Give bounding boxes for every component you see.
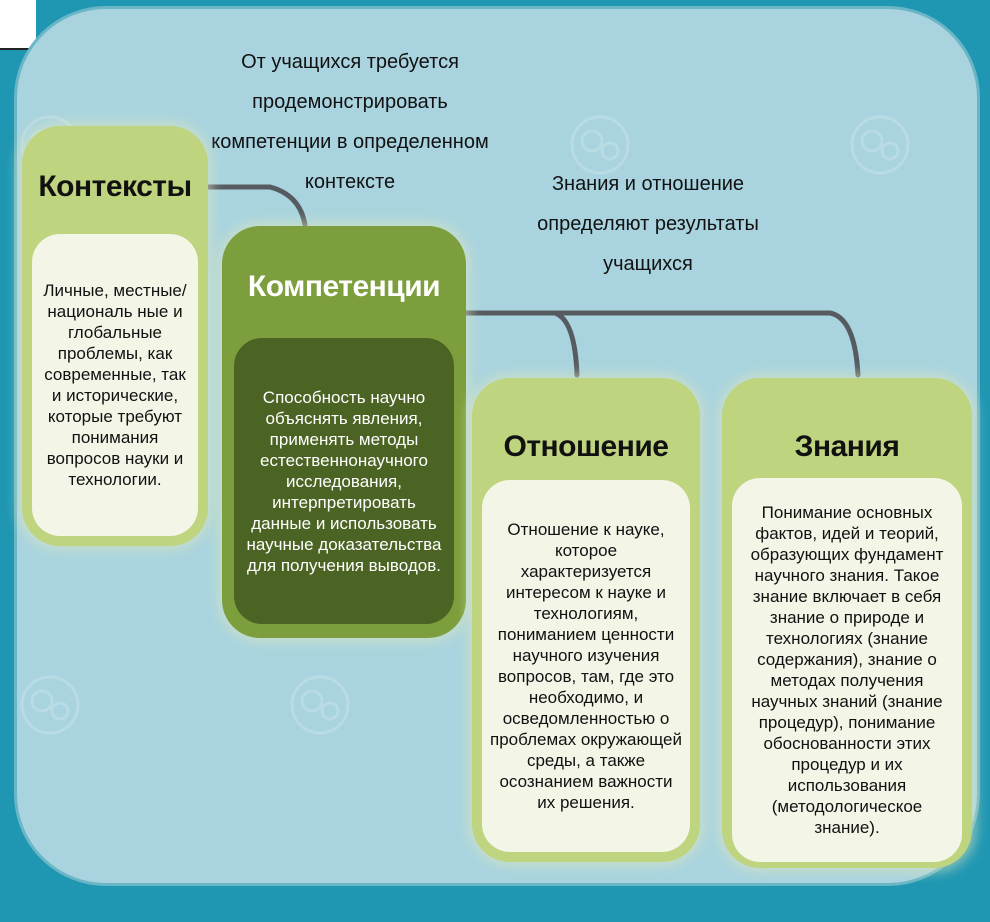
card-attitude-title: Отношение	[503, 430, 669, 463]
watermark-icon	[290, 675, 350, 735]
card-competencies-title: Компетенции	[247, 270, 441, 303]
watermark-icon	[850, 115, 910, 175]
card-competencies: Компетенции Способность научно объяснять…	[222, 226, 466, 638]
top-left-rule	[0, 48, 36, 50]
caption-right: Знания и отношение определяют результаты…	[537, 173, 759, 275]
caption-top: От учащихся требуется продемонстрировать…	[211, 51, 489, 193]
connector-competencies-right	[462, 310, 861, 378]
card-attitude: Отношение Отношение к науке, которое хар…	[472, 378, 700, 862]
card-contexts: Контексты Личные, местные/националь ные …	[22, 126, 208, 546]
connector-attitude	[552, 310, 580, 378]
card-competencies-text: Способность научно объяснять явления, пр…	[234, 338, 454, 624]
card-knowledge-title: Знания	[794, 430, 900, 463]
card-contexts-title: Контексты	[38, 170, 192, 203]
watermark-icon	[570, 115, 630, 175]
card-knowledge-text: Понимание основных фактов, идей и теорий…	[732, 478, 962, 862]
watermark-icon	[20, 675, 80, 735]
connector-contexts-competencies	[202, 184, 308, 228]
card-attitude-text: Отношение к науке, которое характеризует…	[482, 480, 690, 852]
top-left-fragment	[0, 0, 36, 48]
card-knowledge: Знания Понимание основных фактов, идей и…	[722, 378, 972, 868]
card-contexts-text: Личные, местные/националь ные и глобальн…	[32, 234, 198, 536]
